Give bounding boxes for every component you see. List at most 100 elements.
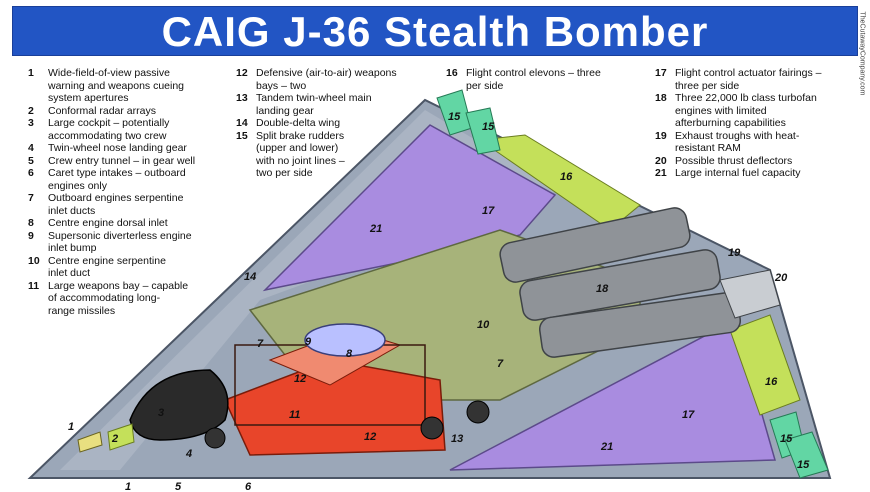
legend-text: Possible thrust deflectors [675,154,793,167]
callout-label: 18 [596,283,609,295]
callout-label: 16 [765,376,778,388]
callout-label: 6 [245,481,252,492]
legend-number: 20 [655,154,667,167]
legend-text: Large internal fuel capacity [675,167,801,179]
callout-label: 12 [364,431,376,443]
legend-number: 14 [236,117,248,129]
legend-item: 10 Centre engine serpentine inlet duct [28,255,228,280]
legend-number: 8 [28,217,34,229]
legend-number: 21 [655,167,667,179]
legend-text: Flight control elevons – three per side [466,67,601,92]
callout-label: 21 [600,441,613,453]
legend-text: Exhaust troughs with heat- resistant RAM [675,129,800,155]
legend-text: Outboard engines serpentine inlet ducts [48,192,184,217]
legend-number: 7 [28,192,34,204]
callout-label: 8 [346,348,353,360]
legend-item: 21 Large internal fuel capacity [655,167,855,180]
callout-label: 11 [289,409,300,421]
legend-number: 10 [28,254,40,267]
legend-item: 7 Outboard engines serpentine inlet ducts [28,192,228,217]
legend-text: Defensive (air-to-air) weapons bays – tw… [256,67,397,92]
legend-text: Supersonic diverterless engine inlet bum… [48,229,192,255]
legend-text: Caret type intakes – outboard engines on… [48,167,186,192]
legend-number: 4 [28,142,34,154]
callout-label: 1 [68,421,74,433]
callout-label: 7 [257,338,264,350]
callout-label: 1 [125,481,131,492]
legend-number: 11 [28,279,40,292]
nose-gear-wheel [204,427,226,449]
legend-number: 2 [28,104,34,117]
legend-item: 9 Supersonic diverterless engine inlet bu… [28,230,228,255]
callout-label: 13 [451,433,463,445]
legend-item: 8 Centre engine dorsal inlet [28,217,228,230]
legend-text: Conformal radar arrays [48,104,156,117]
legend-column-1: 1 Wide-field-of-view passive warning and … [28,67,228,317]
legend-item: 17 Flight control actuator fairings – thr… [655,67,855,92]
callout-label: 21 [369,223,382,235]
callout-label: 2 [111,433,118,445]
main-gear-wheel-a [420,416,444,440]
legend-number: 16 [446,67,458,79]
callout-label: 7 [497,358,504,370]
rudder-upper-b [465,107,501,155]
legend-number: 6 [28,167,34,179]
legend-item: 19 Exhaust troughs with heat- resistant R… [655,130,855,155]
callout-labels: 15 15 16 17 21 14 19 20 18 10 9 8 7 7 12… [68,111,810,492]
legend-text: Wide-field-of-view passive warning and w… [48,67,185,104]
callout-label: 15 [797,459,810,471]
legend-number: 12 [236,67,248,79]
legend-number: 9 [28,229,34,242]
legend-number: 5 [28,154,34,167]
main-gear-wheel-b [466,400,490,424]
legend-item: 1 Wide-field-of-view passive warning and … [28,67,228,105]
conformal-radar-array [107,423,135,451]
legend-column-2: 12 Defensive (air-to-air) weapons bays – … [236,67,416,180]
engine-middle [519,249,721,321]
callout-label: 9 [305,336,312,348]
legend-number: 1 [28,67,34,79]
legend-item: 12 Defensive (air-to-air) weapons bays – … [236,67,416,92]
inlet-bump [304,323,386,357]
engine-upper [499,207,691,283]
legend-text: Double-delta wing [256,117,341,129]
callout-label: 15 [780,433,793,445]
legend-text: Three 22,000 lb class turbofan engines w… [675,92,817,129]
legend-text: Split brake rudders (upper and lower) wi… [256,129,345,180]
callout-label: 15 [482,121,495,133]
legend-text: Centre engine dorsal inlet [48,217,168,229]
callout-label: 3 [158,407,164,419]
callout-label: 20 [774,272,788,284]
legend-number: 15 [236,129,248,142]
legend-number: 3 [28,117,34,129]
legend-number: 17 [655,67,667,79]
legend-text: Flight control actuator fairings – three… [675,67,822,92]
legend-item: 6 Caret type intakes – outboard engines o… [28,167,228,192]
callout-label: 4 [185,448,192,460]
legend-item: 3 Large cockpit – potentially accommodati… [28,117,228,142]
legend-item: 18 Three 22,000 lb class turbofan engines… [655,92,855,130]
thrust-deflector [719,269,781,319]
legend-item: 2 Conformal radar arrays [28,105,228,118]
legend-text: Centre engine serpentine inlet duct [48,254,166,280]
legend-text: Large cockpit – potentially accommodatin… [48,117,170,142]
legend-number: 19 [655,129,667,142]
title-banner: CAIG J-36 Stealth Bomber [12,6,858,56]
legend-text: Tandem twin-wheel main landing gear [256,92,372,117]
elevon-lower [729,314,801,416]
legend-number: 13 [236,92,248,104]
callout-label: 15 [448,111,461,123]
legend-column-4: 17 Flight control actuator fairings – thr… [655,67,855,180]
legend-item: 20 Possible thrust deflectors [655,155,855,168]
rudder-lower-b [784,431,829,479]
callout-label: 10 [477,319,490,331]
callout-label: 5 [175,481,182,492]
legend-text: Twin-wheel nose landing gear [48,142,187,154]
cockpit [129,369,229,441]
callout-label: 17 [682,409,695,421]
legend-text: Crew entry tunnel – in gear well [48,154,196,167]
legend-number: 18 [655,92,667,104]
callout-label: 14 [244,271,256,283]
